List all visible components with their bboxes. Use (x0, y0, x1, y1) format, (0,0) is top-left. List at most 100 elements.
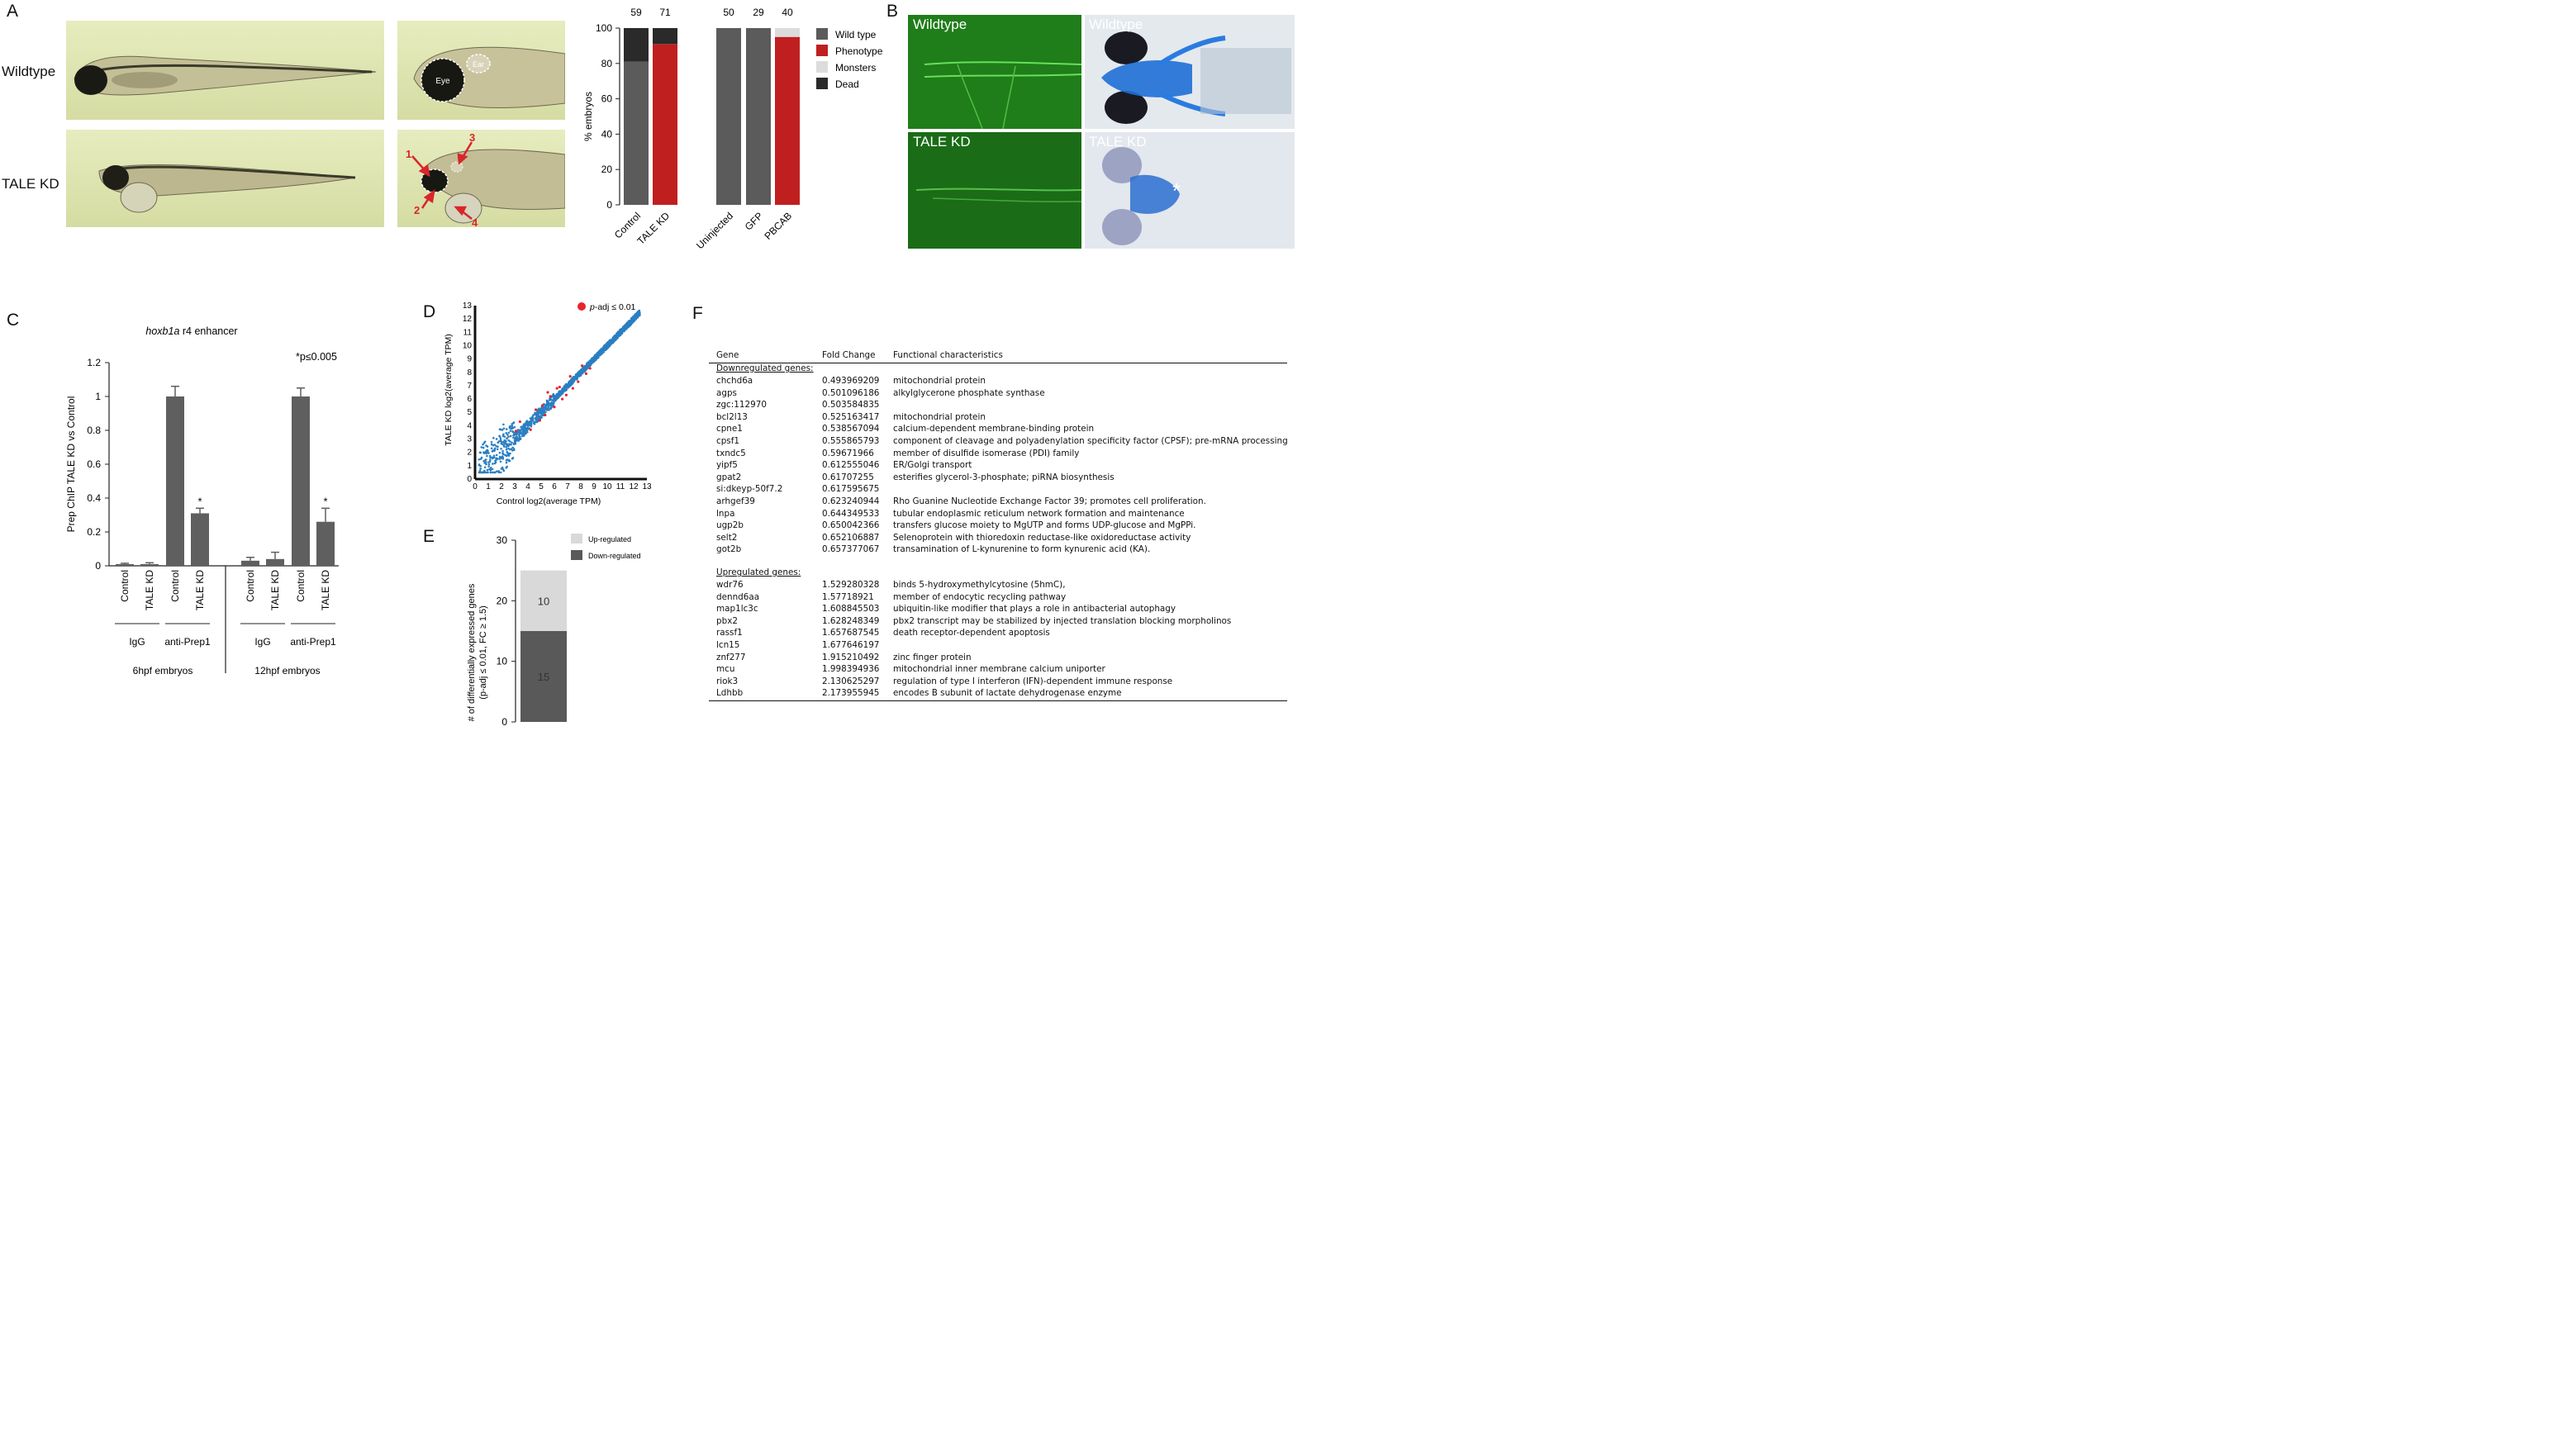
c-title: hoxb1a r4 enhancer (145, 325, 237, 337)
d-point (525, 429, 528, 431)
c-category-label: Control (169, 570, 181, 602)
wildtype-larva-photo (66, 21, 384, 120)
panel-label-b: B (886, 2, 899, 21)
d-point (525, 420, 528, 424)
d-highlight-point (529, 428, 532, 431)
function-cell: tubular endoplasmic reticulum network fo… (893, 508, 1185, 519)
d-point (506, 453, 509, 457)
e-y-axis-label-1: # of differentially expressed genes (467, 583, 477, 721)
d-point (497, 440, 501, 443)
gene-cell: map1lc3c (716, 604, 758, 615)
gene-cell: arhgef39 (716, 496, 755, 506)
d-point (568, 381, 570, 384)
d-point (483, 466, 487, 469)
d-point (567, 383, 569, 387)
e-legend-label: Down-regulated (588, 552, 641, 560)
d-x-tick-label: 2 (499, 482, 504, 491)
d-point (601, 352, 603, 355)
c-category-label: Control (295, 570, 307, 602)
d-point (499, 460, 502, 463)
d-x-tick-label: 10 (602, 482, 612, 491)
d-point (534, 420, 537, 424)
a-y-tick-label: 0 (606, 199, 612, 211)
c-group-label: IgG (254, 636, 270, 648)
d-point (564, 389, 567, 392)
d-point (593, 356, 596, 359)
d-point (502, 423, 505, 426)
d-point (541, 411, 544, 415)
d-x-tick-label: 13 (642, 482, 652, 491)
d-point (555, 393, 558, 396)
d-point (507, 458, 511, 462)
c-y-tick-label: 0.8 (87, 425, 101, 436)
gene-cell: gpat2 (716, 472, 742, 482)
d-highlight-point (544, 413, 547, 417)
d-point (636, 312, 639, 316)
panel-label-e: E (423, 527, 435, 546)
d-point (487, 449, 489, 453)
gene-cell: cpne1 (716, 424, 743, 434)
d-point (535, 420, 539, 424)
d-point (486, 471, 489, 474)
d-x-tick-label: 7 (565, 482, 570, 491)
fold-change-cell: 1.608845503 (822, 604, 880, 615)
e-y-tick-label: 20 (497, 595, 508, 606)
d-point (478, 471, 482, 474)
d-highlight-point (577, 380, 580, 383)
d-point (531, 416, 535, 419)
d-point (530, 417, 532, 420)
d-point (498, 451, 501, 454)
e-legend-swatch (571, 534, 582, 543)
d-x-tick-label: 6 (552, 482, 557, 491)
down-heading-row: Downregulated genes: (709, 363, 1287, 375)
c-y-tick-label: 1.2 (87, 357, 101, 368)
function-cell: transfers glucose moiety to MgUTP and fo… (893, 520, 1196, 531)
d-point (498, 428, 501, 431)
d-point (531, 418, 535, 420)
d-point (488, 460, 492, 463)
function-cell: member of endocytic recycling pathway (893, 591, 1067, 602)
d-point (523, 426, 526, 430)
d-point (487, 452, 490, 454)
d-point (478, 458, 481, 461)
d-point (482, 443, 484, 446)
d-point (520, 434, 524, 438)
fold-change-cell: 0.644349533 (822, 508, 880, 519)
d-point (491, 471, 494, 474)
d-point (489, 468, 492, 472)
a-legend-swatch (816, 78, 828, 89)
d-point (571, 377, 573, 380)
d-point (511, 441, 513, 444)
d-point (601, 346, 605, 349)
gene-cell: bcl2l13 (716, 411, 748, 422)
d-point (482, 446, 485, 449)
d-point (507, 431, 511, 434)
d-highlight-point (588, 367, 592, 370)
c-category-label: Control (119, 570, 131, 602)
d-point (590, 359, 593, 363)
d-point (492, 444, 495, 447)
a-bar-segment (624, 61, 649, 205)
d-point (562, 390, 565, 392)
d-point (607, 344, 611, 347)
gene-cell: wdr76 (716, 580, 744, 590)
d-point (480, 446, 483, 449)
gene-cell: selt2 (716, 532, 738, 543)
a-y-tick-label: 60 (601, 93, 613, 105)
function-cell: mitochondrial inner membrane calcium uni… (893, 664, 1105, 675)
gene-cell: lnpa (716, 508, 735, 519)
d-point (537, 411, 540, 414)
panel-label-c: C (7, 311, 20, 330)
a-y-axis-label: % embryos (582, 92, 594, 141)
d-point (500, 468, 503, 470)
d-point (507, 444, 510, 448)
d-point (516, 430, 520, 433)
d-legend-marker (577, 302, 586, 311)
d-point (600, 348, 603, 351)
d-x-tick-label: 1 (486, 482, 491, 491)
